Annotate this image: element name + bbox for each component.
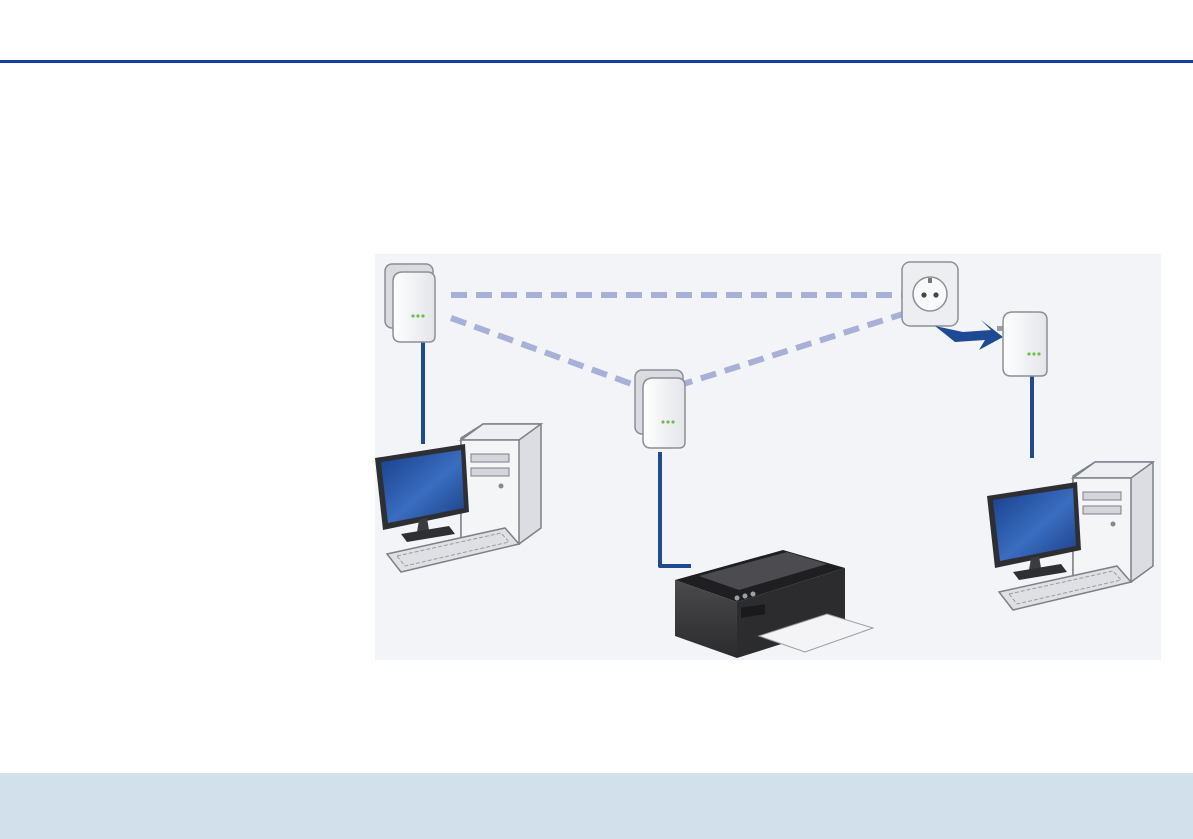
footer-band bbox=[0, 773, 1193, 839]
powerline-adapter-icon bbox=[635, 370, 685, 448]
wall-socket-icon bbox=[902, 262, 958, 326]
powerline-network-diagram bbox=[375, 254, 1161, 660]
header-rule bbox=[0, 60, 1193, 63]
powerline-adapter-icon bbox=[385, 264, 435, 342]
powerline-adapter-icon bbox=[997, 312, 1047, 376]
